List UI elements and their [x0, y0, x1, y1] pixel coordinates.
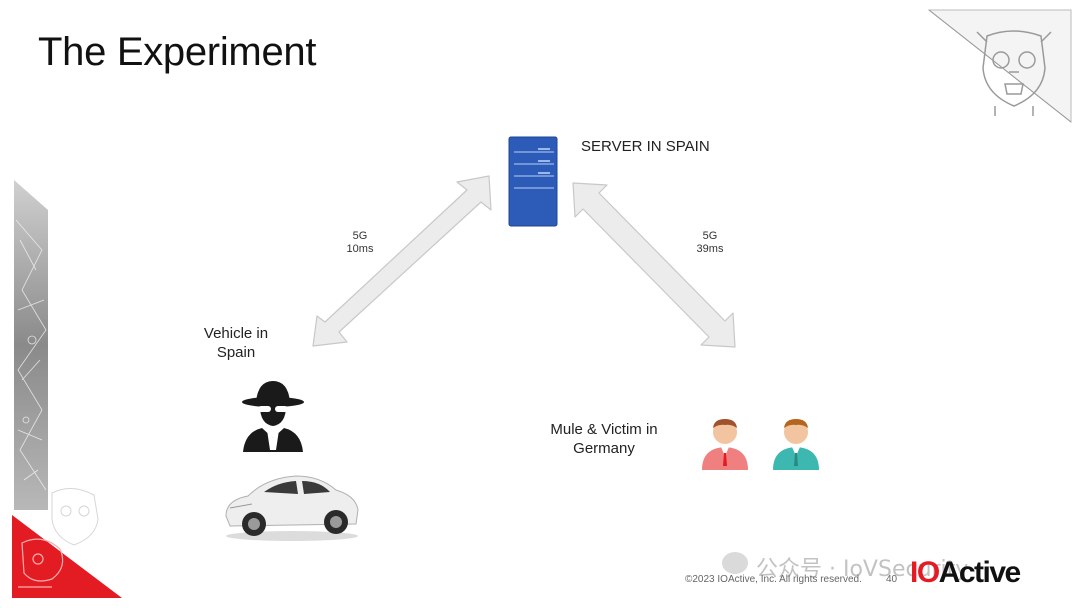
slide-title: The Experiment	[38, 30, 317, 74]
page-number: 40	[886, 574, 898, 585]
watermark-text: 公众号 · IoVSecurity	[756, 557, 969, 582]
right-link-label: 5G 39ms	[685, 230, 735, 256]
right-link-network: 5G	[702, 230, 718, 242]
vehicle-label-line2: Spain	[216, 344, 256, 361]
left-link-latency: 10ms	[346, 243, 374, 255]
robot-corner-icon	[927, 9, 1072, 124]
mule-victim-label: Mule & Victim in Germany	[540, 420, 668, 458]
left-texture-strip	[14, 180, 48, 510]
left-link-label: 5G 10ms	[335, 230, 385, 256]
hacker-icon	[242, 381, 304, 452]
right-link-latency: 39ms	[696, 243, 724, 255]
mule-victim-line1: Mule & Victim in	[550, 421, 658, 438]
logo-active: Active	[938, 556, 1022, 589]
person-teal-icon	[773, 419, 819, 470]
wechat-icon	[722, 552, 748, 574]
server-icon	[508, 136, 558, 227]
ioactive-logo: IOActive	[910, 556, 1022, 590]
vehicle-label-line1: Vehicle in	[203, 325, 269, 342]
mule-victim-line2: Germany	[573, 440, 635, 457]
car-icon	[225, 475, 359, 541]
bidirectional-arrow-icon	[312, 175, 492, 347]
bidirectional-arrow-icon	[572, 182, 736, 348]
left-link-network: 5G	[352, 230, 368, 242]
server-label: SERVER IN SPAIN	[581, 138, 710, 155]
logo-io: IO	[910, 556, 940, 589]
person-red-icon	[702, 419, 748, 470]
footer-copyright: ©2023 IOActive, Inc. All rights reserved…	[685, 574, 862, 585]
red-corner-decoration	[12, 488, 122, 598]
vehicle-label: Vehicle in Spain	[186, 324, 286, 362]
